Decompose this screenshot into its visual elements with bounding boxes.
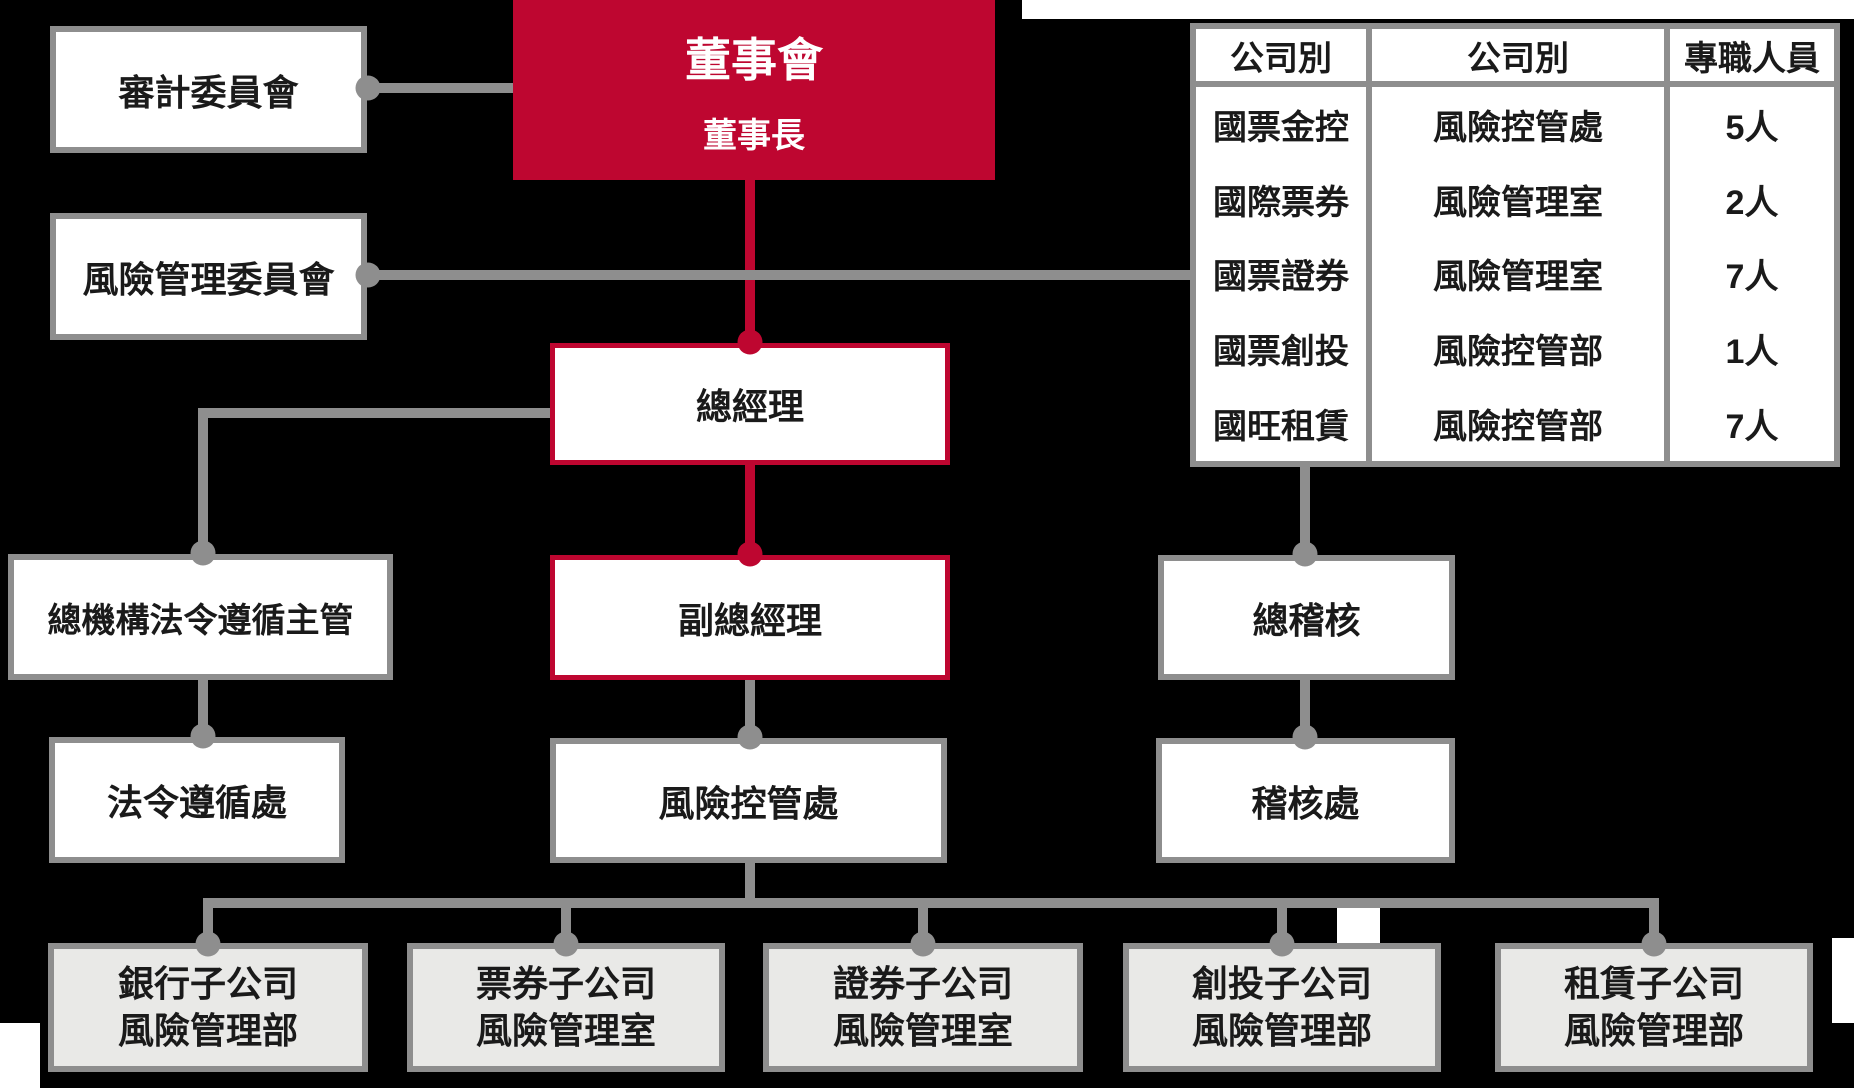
node-chief-auditor: 總稽核 [1158,555,1455,680]
node-risk-control-office: 風險控管處 [550,738,947,863]
node-label: 副總經理 [677,599,822,641]
table-header-company: 公司別 [1196,29,1372,87]
artifact-bottom-left-block [0,1023,40,1088]
connector-chief-auditor-to-audit-office [1300,680,1310,740]
node-label-line1: 證券子公司 [832,963,1013,1005]
node-general-manager: 總經理 [550,343,950,465]
node-label: 風險管理委員會 [82,258,335,300]
connector-subsidiary-bus [203,898,1659,908]
table-header-unit: 公司別 [1372,29,1670,87]
node-label-line1: 租賃子公司 [1563,963,1744,1005]
board-title: 董事會 [685,33,823,86]
node-audit-office: 稽核處 [1156,738,1455,863]
table-cell: 國旺租賃 [1196,386,1372,461]
node-label-line2: 風險管理部 [1191,1009,1372,1051]
node-bills-subsidiary-risk-office: 票券子公司 風險管理室 [407,943,725,1072]
node-label: 法令遵循處 [106,782,287,823]
node-label-line2: 風險管理部 [1563,1009,1744,1051]
node-label: 稽核處 [1251,782,1360,824]
table-cell: 2人 [1725,183,1779,222]
table-cell: 7人 [1725,258,1779,297]
node-compliance-office: 法令遵循處 [49,737,345,863]
node-label: 風險控管處 [658,782,839,824]
table-cell: 國票創投 [1196,311,1372,387]
connector-board-to-gm [745,180,755,345]
table-cell: 國票金控 [1196,87,1372,162]
table-cell: 國際票券 [1196,161,1372,237]
connector-risk-committee-to-table [367,270,1190,280]
node-securities-subsidiary-risk-office: 證券子公司 風險管理室 [763,943,1083,1072]
junction-dot-leasing-sub [1641,931,1667,957]
table-cell: 風險控管部 [1372,386,1670,461]
connector-gm-to-chief-compliance [198,408,208,556]
junction-dot-chief-compliance [190,540,216,566]
node-leasing-subsidiary-risk-dept: 租賃子公司 風險管理部 [1495,943,1813,1072]
connector-gm-left-horizontal [198,408,550,418]
junction-dot-venture-sub [1269,931,1295,957]
table-cell: 5人 [1725,108,1779,147]
connector-drop-venture [1277,898,1287,945]
node-audit-committee: 審計委員會 [50,26,367,153]
node-board-of-directors: 董事會 董事長 [513,0,995,180]
connector-gm-to-dgm [745,465,755,557]
junction-dot-compliance-office [190,723,216,749]
table-cell: 風險控管處 [1372,87,1670,162]
connector-drop-securities [918,898,928,945]
connector-table-to-chief-auditor [1300,467,1310,557]
table-cell: 國票證券 [1196,236,1372,312]
connector-dgm-to-risk-office [745,680,755,740]
connector-audit-committee-to-board [367,83,515,93]
node-label: 總經理 [695,386,804,427]
node-label-line1: 銀行子公司 [117,963,298,1005]
table-cell: 風險管理室 [1372,161,1670,237]
node-venture-subsidiary-risk-dept: 創投子公司 風險管理部 [1123,943,1441,1072]
junction-dot-chief-auditor [1292,541,1318,567]
table-cell: 風險管理室 [1372,236,1670,312]
node-label: 審計委員會 [118,71,299,113]
junction-dot-dgm [737,541,763,567]
junction-dot-bills-sub [553,931,579,957]
artifact-top-right-band [1022,0,1854,19]
artifact-right-edge-strip [1832,938,1854,1023]
junction-dot-audit-committee [355,75,381,101]
risk-staffing-table: 公司別 公司別 專職人員 國票金控 風險控管處 5人 國際票券 風險管理室 2人… [1190,23,1840,467]
connector-drop-bills [561,898,571,945]
connector-chief-compliance-to-compliance-office [198,680,208,739]
table-header-staff: 專職人員 [1670,29,1834,87]
node-label-line2: 風險管理室 [832,1009,1013,1051]
junction-dot-gm [737,329,763,355]
table-cell: 風險控管部 [1372,311,1670,387]
node-label: 總稽核 [1252,599,1361,641]
node-bank-subsidiary-risk-dept: 銀行子公司 風險管理部 [48,943,368,1072]
junction-dot-bank-sub [195,931,221,957]
node-risk-management-committee: 風險管理委員會 [50,213,367,340]
node-label: 總機構法令遵循主管 [47,601,354,640]
junction-dot-risk-committee [355,262,381,288]
table-cell: 7人 [1725,408,1779,447]
node-label-line2: 風險管理室 [475,1009,656,1051]
connector-drop-leasing [1649,898,1659,945]
junction-dot-risk-office [737,724,763,750]
connector-drop-bank [203,898,213,945]
junction-dot-audit-office [1292,724,1318,750]
table-cell: 1人 [1725,333,1779,372]
node-chief-compliance-officer: 總機構法令遵循主管 [8,554,393,680]
node-label-line1: 創投子公司 [1191,963,1372,1005]
connector-risk-office-down [745,863,755,903]
junction-dot-securities-sub [910,931,936,957]
node-deputy-general-manager: 副總經理 [550,555,950,680]
node-label-line2: 風險管理部 [117,1009,298,1051]
node-label-line1: 票券子公司 [475,963,656,1005]
board-chairman-label: 董事長 [703,116,805,155]
